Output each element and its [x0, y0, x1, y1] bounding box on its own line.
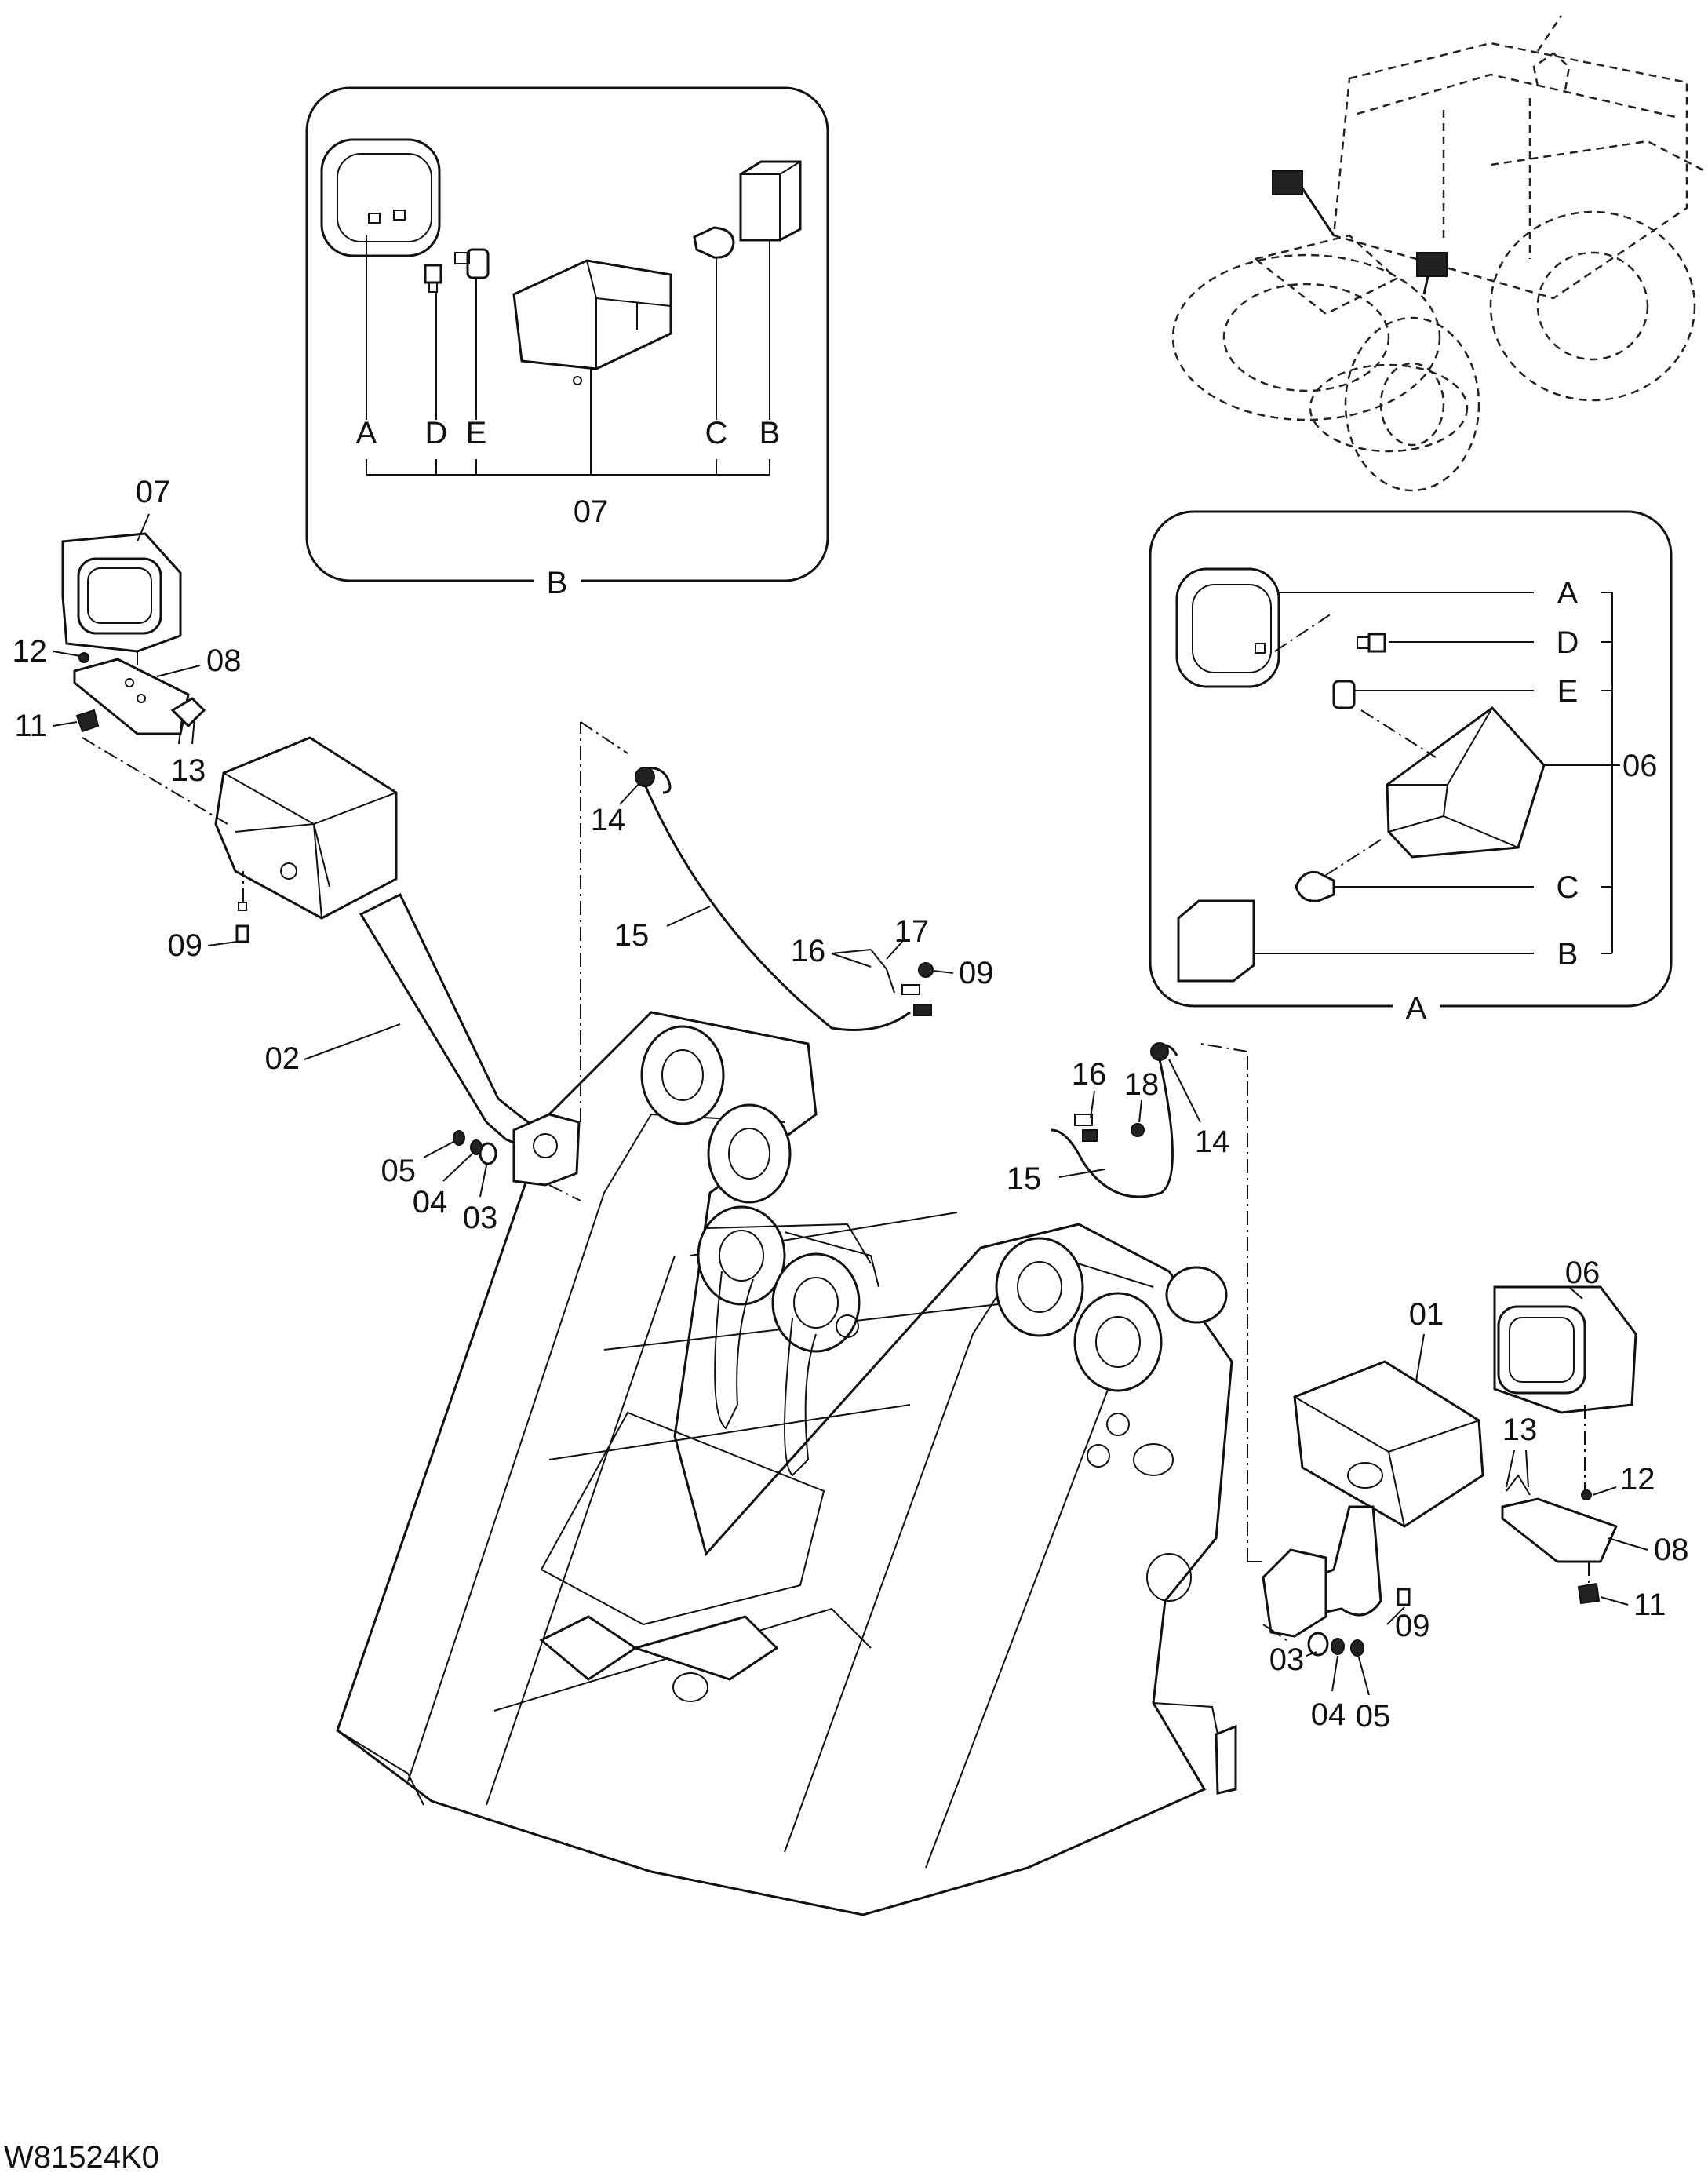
lamp-07-main	[61, 532, 182, 653]
screw-12-left	[78, 652, 89, 663]
callout-14-left: 14	[591, 803, 626, 837]
callout-15-left: 15	[614, 918, 650, 953]
callout-06: 06	[1565, 1256, 1601, 1290]
nut-11-right	[1577, 1582, 1601, 1605]
detail-a-bulb-d	[1357, 633, 1386, 653]
bolt-09-left	[235, 902, 249, 943]
drawing-id: W81524K0	[4, 2140, 159, 2175]
callout-07: 07	[136, 475, 171, 509]
callout-04-left: 04	[413, 1185, 448, 1220]
detail-a-letter-d: D	[1557, 625, 1579, 660]
detail-a-letter-a: A	[1557, 576, 1579, 611]
clip-13-left	[170, 697, 206, 728]
clip-13-right	[1506, 1474, 1531, 1496]
harness-15-left	[635, 767, 932, 1031]
lamp-guard-01	[1293, 1360, 1484, 1528]
callout-08-right: 08	[1654, 1533, 1689, 1567]
callout-09-right: 09	[1395, 1609, 1430, 1643]
callout-04-right: 04	[1311, 1697, 1346, 1732]
nut-11-left	[75, 709, 100, 733]
detail-b-letter-e: E	[466, 416, 487, 450]
detail-b-title: B	[547, 566, 568, 600]
callout-11-left: 11	[14, 709, 47, 743]
callout-12-right: 12	[1620, 1462, 1655, 1497]
detail-b-cover	[512, 259, 672, 385]
callout-09-left: 09	[168, 928, 203, 963]
frame-pin-bosses	[640, 1025, 1228, 1702]
callout-16-left: 16	[791, 934, 826, 968]
detail-a-cover	[1386, 706, 1546, 859]
lamp-bracket-01-stem	[1262, 1505, 1382, 1638]
washers-left	[453, 1130, 497, 1165]
detail-b-lens-b	[739, 160, 802, 242]
detail-a-part-number: 06	[1622, 749, 1658, 783]
detail-b-socket-e	[454, 248, 490, 279]
detail-b-part-number: 07	[574, 494, 609, 529]
lamp-guard-left	[214, 736, 398, 920]
callout-11-right: 11	[1633, 1588, 1666, 1622]
detail-a-lamp-housing	[1175, 567, 1280, 688]
callout-01: 01	[1409, 1297, 1444, 1332]
lamp-bracket-02	[359, 892, 581, 1187]
detail-b-bulb-d	[424, 264, 442, 293]
callout-18: 18	[1124, 1067, 1160, 1102]
detail-b-letter-a: A	[356, 416, 377, 450]
vehicle-locator-view	[1171, 15, 1708, 492]
washers-right	[1307, 1632, 1364, 1657]
callout-12-left: 12	[13, 634, 48, 669]
detail-a-socket-e	[1332, 680, 1356, 709]
callout-09-mid: 09	[959, 956, 994, 990]
detail-b-letter-d: D	[425, 416, 448, 450]
callout-05-left: 05	[381, 1154, 417, 1188]
detail-b-bulb-c	[693, 226, 735, 259]
harness-15-right	[1051, 1042, 1178, 1198]
detail-a-bulb-c	[1295, 870, 1335, 902]
bolt-09-mid	[918, 962, 934, 978]
callout-03-right: 03	[1269, 1643, 1305, 1677]
callout-13-right: 13	[1502, 1413, 1538, 1447]
callout-15-right: 15	[1007, 1161, 1042, 1196]
detail-b-letter-c: C	[705, 416, 728, 450]
detail-a-title: A	[1406, 991, 1427, 1026]
locator-lamp-right	[1416, 252, 1448, 295]
locator-lamp-left	[1272, 170, 1335, 236]
detail-a-letter-b: B	[1557, 937, 1579, 972]
screw-12-right	[1581, 1489, 1592, 1500]
callout-17: 17	[894, 914, 930, 949]
bolt-09-right	[1397, 1588, 1411, 1606]
callout-08-left: 08	[206, 644, 242, 678]
callout-03-left: 03	[463, 1201, 498, 1235]
callout-14-right: 14	[1195, 1125, 1230, 1159]
callout-05-right: 05	[1356, 1699, 1391, 1734]
callouts: 07 12 08 11 13 09 02 05 04 03 14 15	[13, 475, 1689, 1734]
detail-a-lens-b	[1177, 899, 1255, 983]
detail-a-panel: A D E C B 06 A	[1149, 510, 1673, 1026]
detail-b-letter-b: B	[759, 416, 781, 450]
mount-plate-08-right	[1501, 1497, 1619, 1563]
detail-b-lamp-housing	[320, 138, 441, 257]
front-frame	[336, 1011, 1237, 1916]
callout-02: 02	[265, 1041, 300, 1076]
detail-a-letter-e: E	[1557, 674, 1579, 709]
detail-b-panel: A D E C B 07 B	[305, 86, 829, 600]
callout-16-right: 16	[1072, 1057, 1107, 1092]
detail-a-letter-c: C	[1557, 870, 1579, 905]
lamp-06-main	[1493, 1285, 1637, 1414]
callout-13-left: 13	[171, 753, 206, 788]
